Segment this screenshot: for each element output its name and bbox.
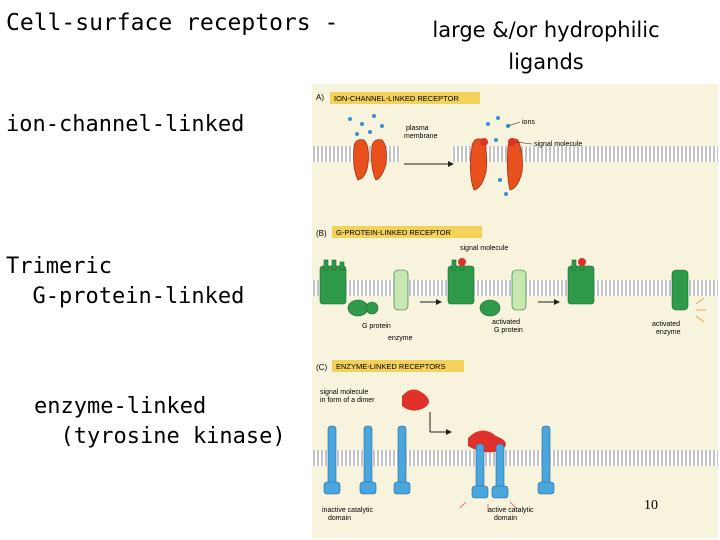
gpcr-bound [447,259,475,305]
panel-a-tag: A) [316,93,324,102]
signal-label-c: signal molecule [320,389,368,396]
active-domain-label: active catalytic [488,507,534,514]
activated-label-2: activated [652,321,680,328]
ligand-dimer [402,389,429,411]
inactive-domain-label-2: domain [328,515,351,522]
gpcr-final [567,259,595,305]
signal-dimer-label: in form of a dimer [320,397,375,404]
signal-label-b: signal molecule [460,245,508,252]
slide-title: Cell-surface receptors - large &/or hydr… [6,6,706,76]
membrane-label: membrane [404,133,438,140]
panel-ion-channel: A) ION-CHANNEL-LINKED RECEPTOR plasma me… [312,92,718,196]
title-main: Cell-surface receptors - [6,10,339,36]
ion-dots-left [348,114,384,136]
panel-b-header: G-PROTEIN-LINKED RECEPTOR [336,228,451,237]
membrane-a-right [452,146,718,162]
panel-c-header: ENZYME-LINKED RECEPTORS [336,362,445,371]
panel-a-header-bg [330,92,480,104]
active-burst [459,501,517,512]
activation-burst [695,297,706,323]
arrow-a-head [448,161,454,167]
gprotein-label-2: G protein [494,327,523,334]
rtk-active [471,425,555,499]
ion-channel-closed [353,139,387,181]
label-enzyme-linked: enzyme-linked (tyrosine kinase) [34,394,286,449]
label-ion-channel: ion-channel-linked [6,112,245,137]
label-g-protein: Trimeric G-protein-linked [6,254,245,309]
enzyme-inactive [393,269,409,311]
ions-label: ions [522,119,535,126]
panel-c-header-bg [332,360,464,372]
gprotein-label: G protein [362,323,391,330]
enzyme-label-2: enzyme [656,329,681,336]
page-number: 10 [644,498,658,513]
signal-molecule-b2 [578,258,586,266]
panel-enzyme-linked: (C) ENZYME-LINKED RECEPTORS signal molec… [312,360,718,522]
inactive-domain-label: inactive catalytic [322,507,373,514]
panel-b-tag: (B) [316,229,327,238]
signal-label-a: signal molecule [534,141,582,148]
g-protein-inactive [347,299,379,317]
signal-molecule-a [480,138,488,146]
gpcr-inactive [319,259,347,305]
active-domain-label-2: domain [494,515,517,522]
enzyme-activated [671,269,689,311]
rtk-inactive [323,425,411,495]
activated-label-1: activated [492,319,520,326]
g-protein-activated [479,299,501,317]
enzyme-b2 [511,269,527,311]
ion-channel-open [470,138,523,191]
receptor-figure: A) ION-CHANNEL-LINKED RECEPTOR plasma me… [312,84,718,538]
panel-g-protein: (B) G-PROTEIN-LINKED RECEPTOR signal mol… [312,226,718,342]
signal-molecule-b [458,258,466,266]
panel-a-header: ION-CHANNEL-LINKED RECEPTOR [334,94,459,103]
title-subtitle: large &/or hydrophilic ligands [432,18,660,74]
panel-c-tag: (C) [316,363,327,372]
plasma-label: plasma [406,125,429,132]
membrane-c [312,450,718,466]
signal-molecule-a2 [508,138,516,146]
panel-b-header-bg [332,226,482,238]
enzyme-label: enzyme [388,335,413,342]
